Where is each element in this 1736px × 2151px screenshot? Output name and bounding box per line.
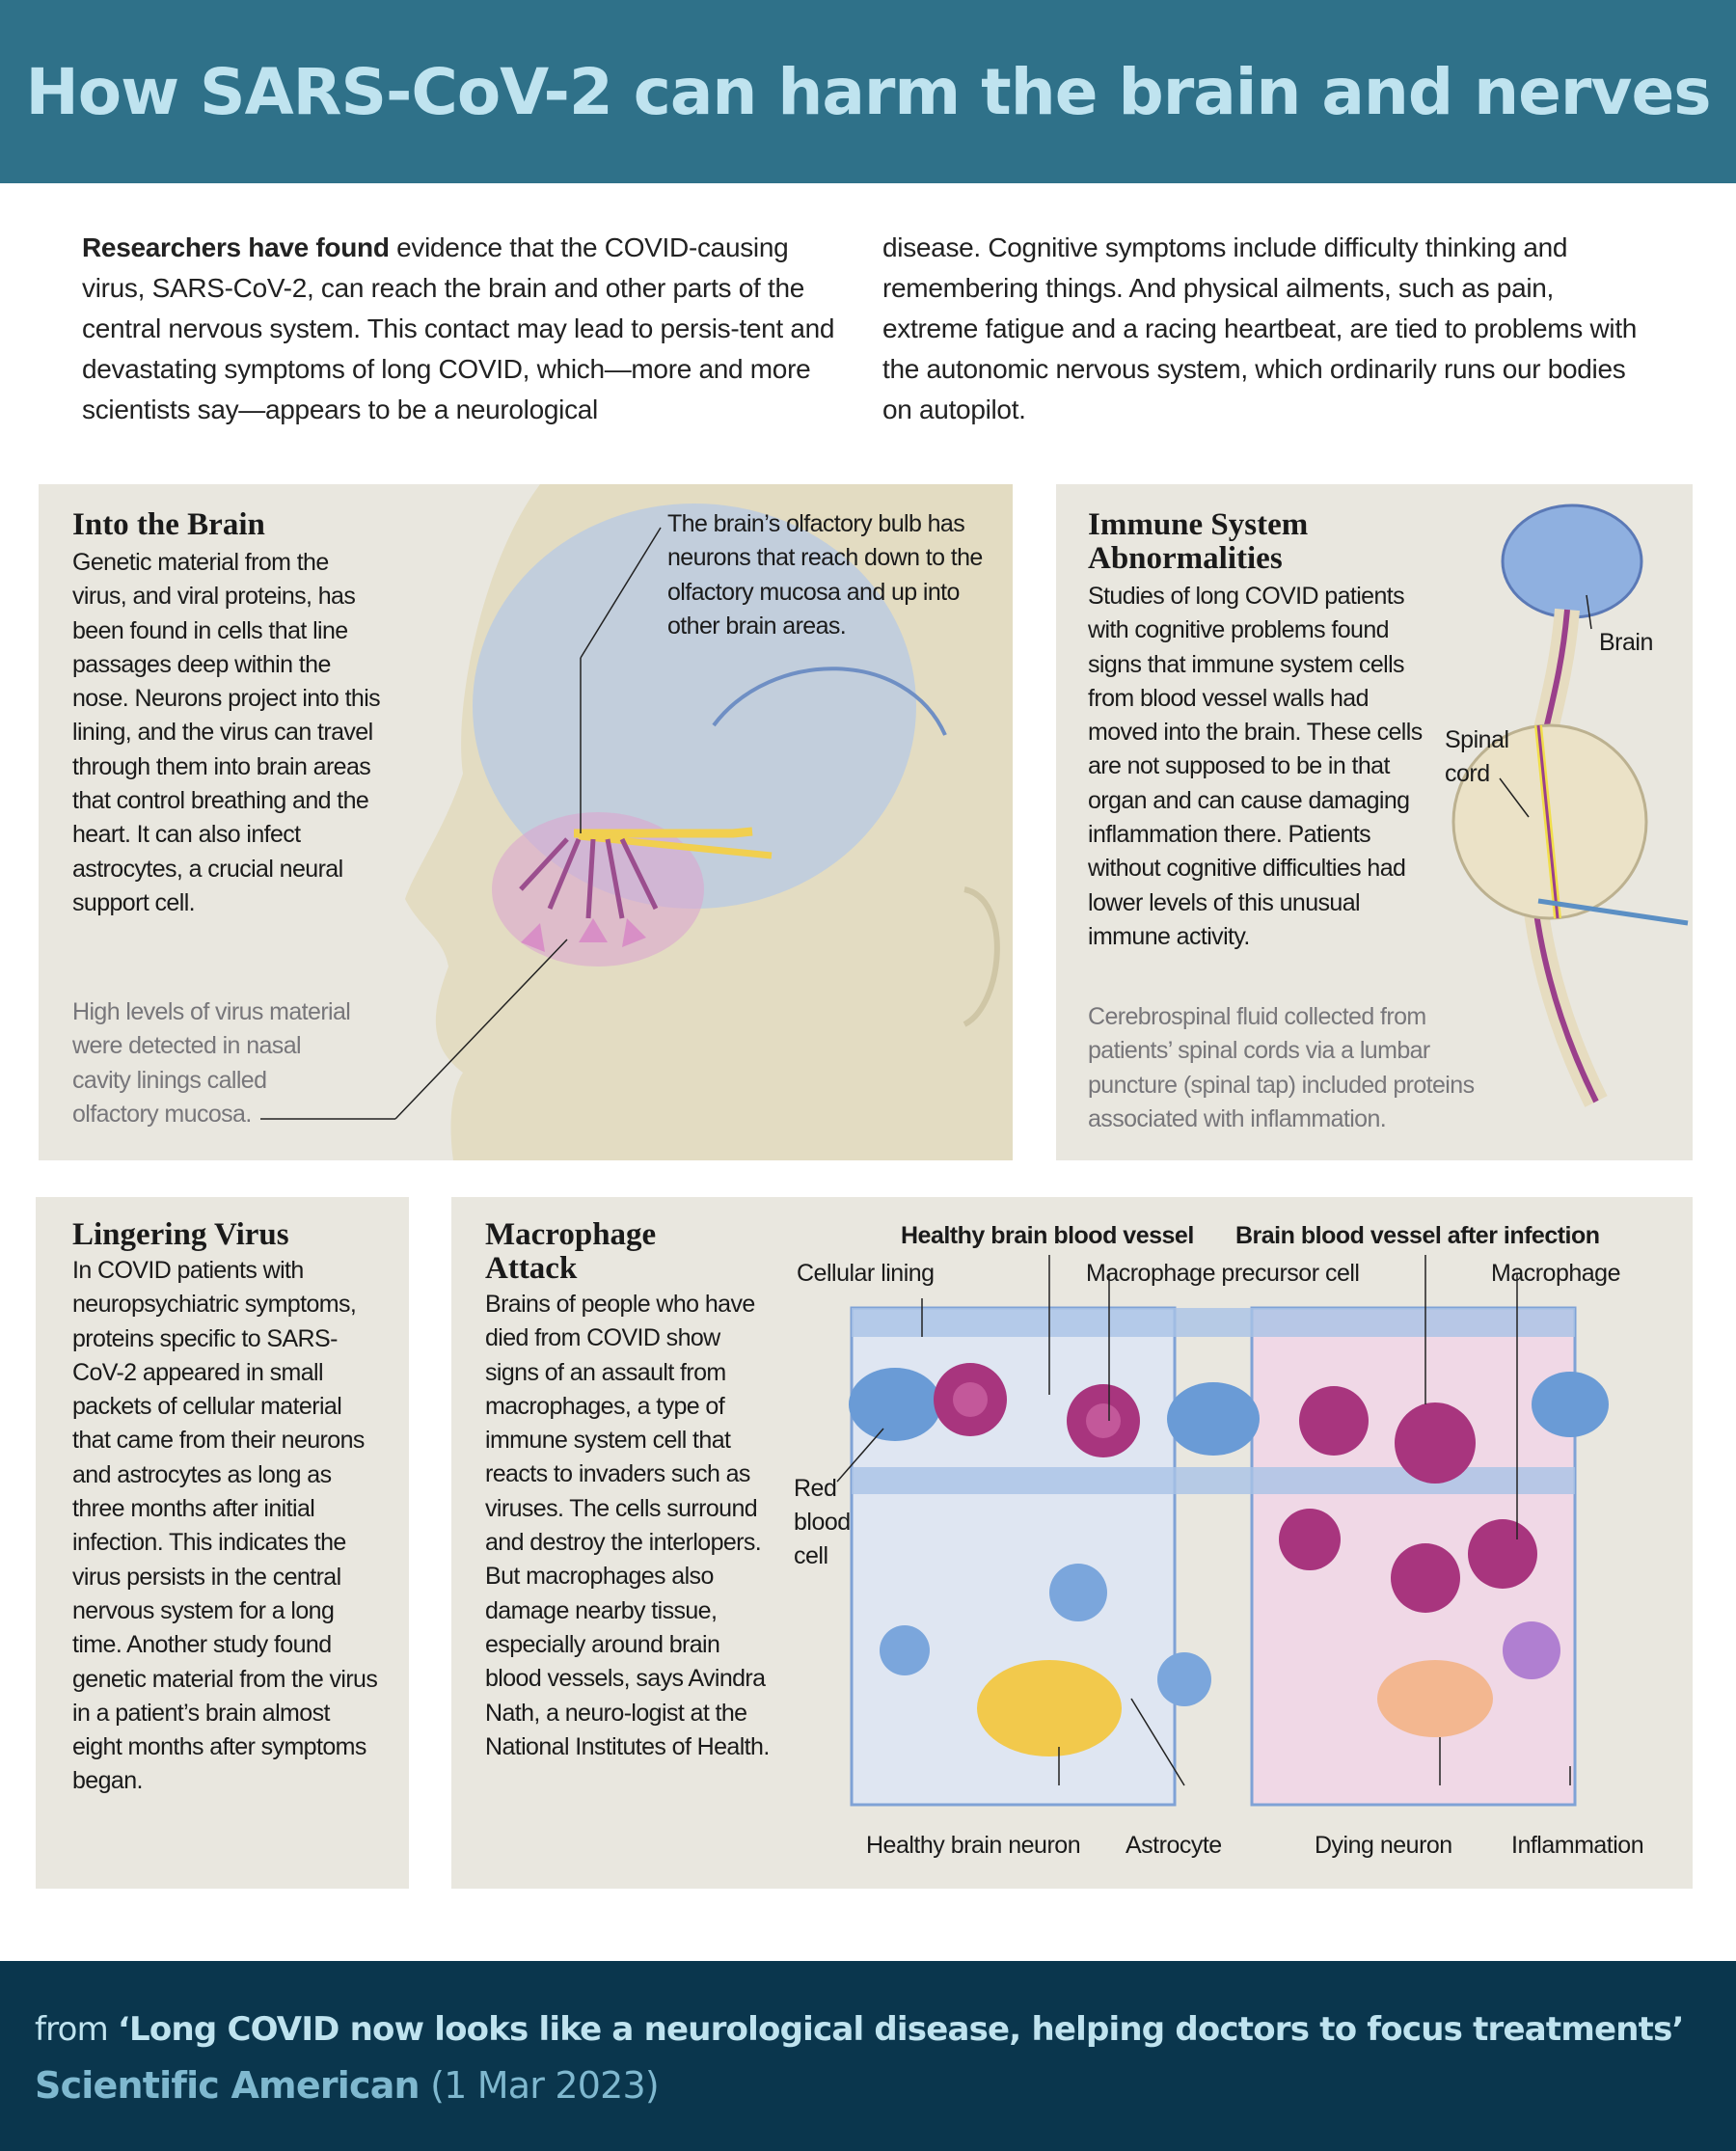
panel-title: Lingering Virus — [72, 1217, 289, 1252]
immune-system-panel: Immune System Abnormalities Studies of l… — [1056, 484, 1693, 1160]
head-illustration — [260, 484, 1013, 1160]
panel-title: Into the Brain — [72, 507, 265, 542]
brain-label: Brain — [1599, 629, 1653, 656]
page-title: How SARS-CoV-2 can harm the brain and ne… — [25, 54, 1712, 129]
intro-left: Researchers have found evidence that the… — [82, 228, 844, 430]
panel-text: In COVID patients with neuropsychiatric … — [72, 1257, 378, 1795]
dying-neuron-label: Dying neuron — [1315, 1832, 1452, 1859]
into-the-brain-panel: Into the Brain Genetic material from the… — [39, 484, 1013, 1160]
panel-title: Immune System Abnormalities — [1088, 507, 1309, 576]
red-blood-cell-label: Red blood cell — [794, 1475, 851, 1569]
spinal-tap-note: Cerebrospinal fluid collected from patie… — [1088, 1003, 1475, 1132]
publication-name: Scientific American — [35, 2064, 420, 2107]
panel-text: Brains of people who have died from COVI… — [485, 1291, 770, 1760]
infected-vessel-label: Brain blood vessel after infection — [1235, 1222, 1600, 1249]
header-banner: How SARS-CoV-2 can harm the brain and ne… — [0, 0, 1736, 183]
blood-vessel-illustration — [836, 1255, 1609, 1807]
article-title-link[interactable]: ‘Long COVID now looks like a neurologica… — [117, 2010, 1685, 2049]
healthy-vessel-label: Healthy brain blood vessel — [901, 1222, 1194, 1249]
intro-right: disease. Cognitive symptoms include diff… — [882, 232, 1638, 424]
macrophage-attack-panel: Macrophage Attack Brains of people who h… — [451, 1197, 1693, 1889]
panel-text: Genetic material from the virus, and vir… — [72, 549, 381, 916]
precursor-label: Macrophage precursor cell — [1086, 1260, 1360, 1287]
cellular-lining-label: Cellular lining — [797, 1260, 935, 1287]
publication-date: (1 Mar 2023) — [419, 2064, 660, 2107]
intro-left-text: evidence that the COVID-causing virus, S… — [82, 232, 835, 424]
spine-illustration — [1451, 504, 1689, 1107]
source-footer: from ‘Long COVID now looks like a neurol… — [0, 1961, 1736, 2151]
olfactory-mucosa-note: High levels of virus material were detec… — [72, 998, 351, 1128]
astrocyte-label: Astrocyte — [1126, 1832, 1222, 1859]
footer-from: from — [35, 2010, 118, 2049]
olfactory-bulb-callout: The brain’s olfactory bulb has neurons t… — [667, 510, 983, 640]
spinal-cord-label: Spinal cord — [1445, 726, 1509, 787]
healthy-neuron-label: Healthy brain neuron — [866, 1832, 1081, 1859]
panel-title: Macrophage Attack — [485, 1217, 657, 1286]
macrophage-label: Macrophage — [1491, 1260, 1620, 1287]
panel-text: Studies of long COVID patients with cogn… — [1088, 583, 1423, 950]
inflammation-label: Inflammation — [1511, 1832, 1644, 1859]
intro-lead: Researchers have found — [82, 232, 390, 262]
lingering-virus-panel: Lingering Virus In COVID patients with n… — [36, 1197, 409, 1889]
